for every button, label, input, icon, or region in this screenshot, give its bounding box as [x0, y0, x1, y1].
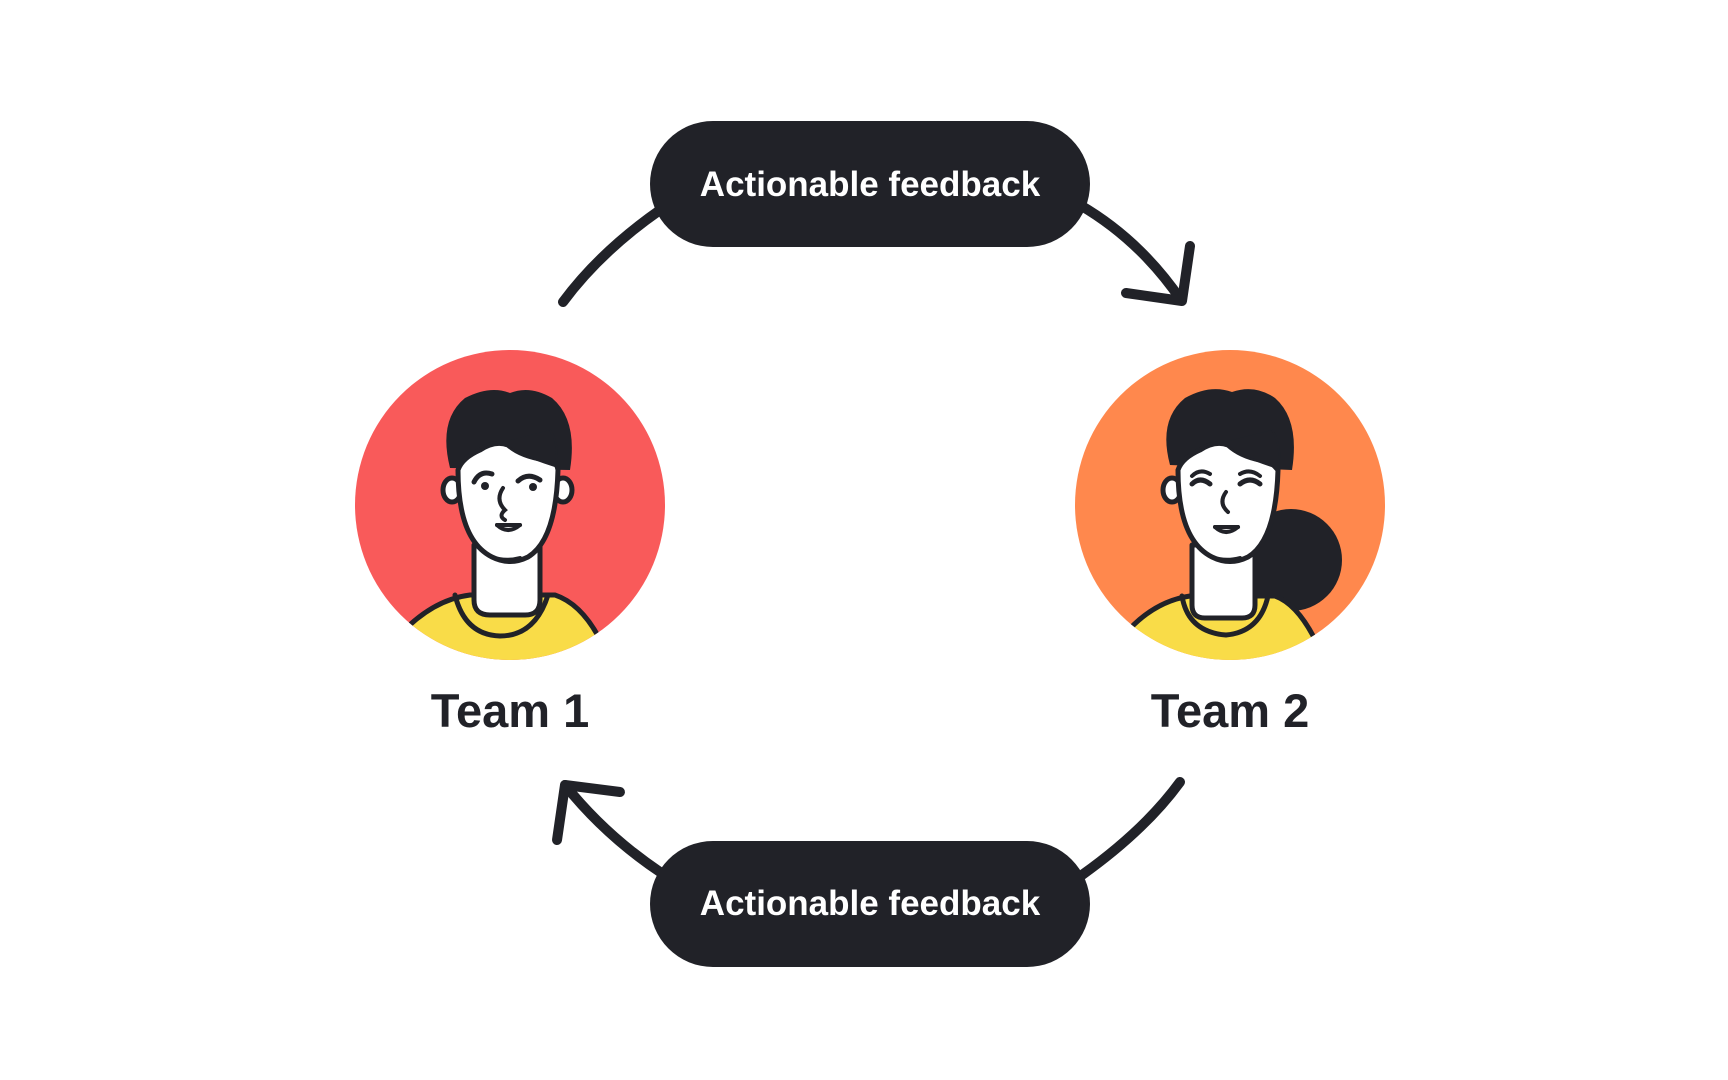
bottom-connector [552, 777, 1185, 880]
bottom-arc-left [560, 780, 665, 877]
top-arc-right [1075, 200, 1186, 305]
team2-label: Team 2 [1151, 684, 1310, 737]
top-feedback-pill: Actionable feedback [650, 121, 1090, 247]
team1-avatar: Team 1 [355, 350, 665, 737]
arrow-right-icon [1121, 241, 1195, 306]
bottom-pill-label: Actionable feedback [700, 884, 1041, 923]
arrow-left-icon [552, 780, 625, 845]
team2-avatar: Team 2 [1075, 350, 1385, 737]
man-avatar-icon [392, 389, 608, 660]
top-arc-left [558, 205, 665, 307]
bottom-arc-right [1077, 777, 1185, 880]
top-pill-background [650, 121, 1090, 247]
bottom-feedback-pill: Actionable feedback [650, 841, 1090, 967]
top-pill-label: Actionable feedback [700, 165, 1041, 204]
bottom-pill-background [650, 841, 1090, 967]
top-connector [558, 200, 1195, 307]
team1-label: Team 1 [431, 684, 590, 737]
